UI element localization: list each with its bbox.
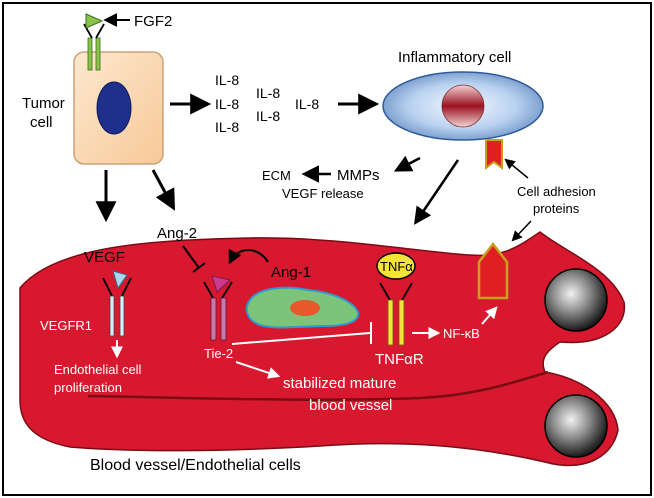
ang1-to-tie2-arrow [228,248,269,265]
cell-adhesion-label-line2: proteins [533,201,580,216]
ang2-ligand [211,275,232,293]
inflammatory-cell-label: Inflammatory cell [398,49,511,66]
adhesion-protein-large [477,241,509,300]
endothelial-proliferation-line1: Endothelial cell [54,362,142,377]
cell-adhesion-label-line1: Cell adhesion [517,184,596,199]
tie2-label: Tie-2 [204,346,233,361]
fgf2-receptor [83,23,105,71]
vegf-label: VEGF [84,249,125,266]
ang2-label: Ang-2 [157,225,197,242]
ang1-label: Ang-1 [271,264,311,281]
ecm-label: ECM [262,168,291,183]
blood-vessel-shape [19,231,626,467]
nfkb-label: NF-κB [443,326,480,341]
endothelial-proliferation-line2: proliferation [54,380,122,395]
il8-label-1: IL-8 [215,72,239,88]
tie2-inhibits-tnfar-line [231,332,371,345]
fgf2-label: FGF2 [134,13,172,30]
adhesion-protein-small [485,139,503,170]
blood-vessel-label: Blood vessel/Endothelial cells [90,457,301,474]
tie2-to-stabilized-arrow [235,361,281,379]
il8-label-3: IL-8 [215,119,239,135]
endothelial-nucleus-lower [544,394,608,458]
ang1-cell-nucleus [290,300,320,316]
il8-label-4: IL-8 [256,85,280,101]
tumor-cell-label-line1: Tumor [22,95,65,112]
il8-label-2: IL-8 [215,96,239,112]
ang2-inhibition-line [182,245,206,273]
il8-label-5: IL-8 [256,108,280,124]
il8-label-6: IL-8 [295,96,319,112]
adhesion-small-pointer [504,158,529,179]
fgf2-ligand [85,13,104,29]
vegf-release-label: VEGF release [282,186,364,201]
mmps-label: MMPs [337,167,380,184]
inflammatory-to-mmps-arrow [393,155,421,172]
stabilized-label-line1: stabilized mature [283,375,396,392]
inflammatory-nucleus [441,84,485,128]
endothelial-nucleus-upper [544,268,608,332]
tnfar-label: TNFαR [375,351,424,368]
vegf-ligand [112,270,128,290]
tumor-cell-label-line2: cell [30,114,53,131]
vessel-split-line [87,370,549,401]
stabilized-label-line2: blood vessel [309,397,392,414]
tumor-to-ang2-arrow [151,169,175,211]
inflammatory-to-tnfa-arrow [414,159,460,225]
adhesion-large-pointer [511,220,532,242]
vegfr1-receptor [102,277,132,337]
vegfr1-label: VEGFR1 [40,318,92,333]
tnfar-receptor [379,282,413,346]
tie2-receptor [203,281,233,341]
tumor-nucleus [96,81,132,135]
tnfa-label: TNFα [380,259,413,274]
nfkb-to-adhesion-arrow [481,306,498,325]
tnfa-ligand [376,252,416,280]
